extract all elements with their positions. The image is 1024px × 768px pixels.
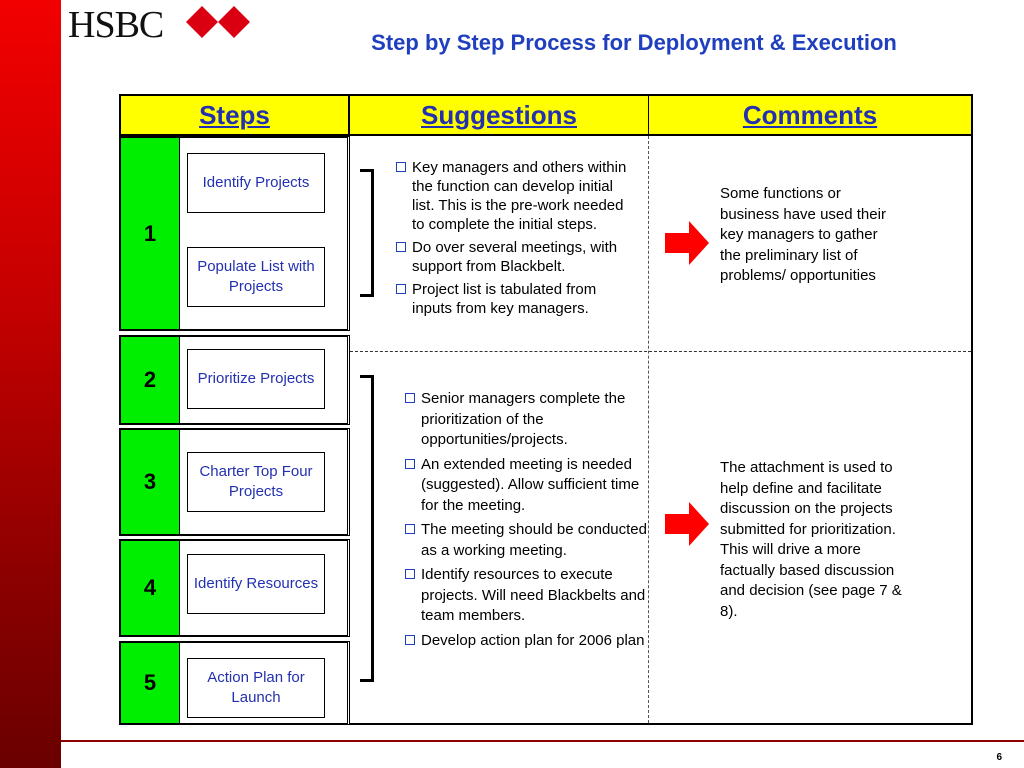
column-divider [648,136,649,723]
step-row-2: 2 Prioritize Projects [119,335,350,425]
step-box: Action Plan for Launch [187,658,325,718]
step-row-1: 1 Identify Projects Populate List with P… [119,136,350,331]
step-box: Prioritize Projects [187,349,325,409]
list-item: Senior managers complete the prioritizat… [403,389,648,451]
step-box: Identify Projects [187,153,325,213]
step-number: 5 [121,643,180,723]
step-row-3: 3 Charter Top Four Projects [119,428,350,536]
step-box: Identify Resources [187,554,325,614]
checkbox-bullet-icon [396,162,406,172]
step-number: 3 [121,430,180,534]
suggestions-list-1: Key managers and others within the funct… [394,158,639,322]
header-comments: Comments [649,94,973,136]
list-item: Do over several meetings, with support f… [394,238,639,276]
checkbox-bullet-icon [396,242,406,252]
comment-2: The attachment is used to help define an… [720,459,902,620]
hsbc-hexagon-logo-icon [186,6,250,38]
list-item: Identify resources to execute projects. … [403,565,648,627]
hsbc-logo-text: HSBC [68,4,164,46]
checkbox-bullet-icon [405,524,415,534]
step-number: 2 [121,337,180,423]
step-row-4: 4 Identify Resources [119,539,350,637]
step-number: 4 [121,541,180,635]
step-box: Populate List with Projects [187,247,325,307]
page-number: 6 [996,752,1002,763]
step-number: 1 [121,138,180,329]
row-divider [350,351,971,352]
header-suggestions: Suggestions [350,94,649,136]
bracket-icon [360,169,374,297]
right-arrow-icon [665,502,709,546]
checkbox-bullet-icon [405,458,415,469]
list-item: The meeting should be conducted as a wor… [403,520,648,561]
slide-title: Step by Step Process for Deployment & Ex… [371,30,897,55]
checkbox-bullet-icon [405,569,415,579]
list-item: Develop action plan for 2006 plan [403,631,648,652]
checkbox-bullet-icon [405,393,415,403]
footer-rule [61,740,1024,742]
list-item: Key managers and others within the funct… [394,158,639,234]
header-steps: Steps [119,94,350,136]
step-box: Charter Top Four Projects [187,452,325,512]
suggestions-comments-body: Key managers and others within the funct… [350,136,973,725]
right-arrow-icon [665,221,709,265]
step-row-5: 5 Action Plan for Launch [119,641,350,725]
bracket-icon [360,375,374,682]
checkbox-bullet-icon [405,634,415,645]
checkbox-bullet-icon [396,284,406,294]
suggestions-list-2: Senior managers complete the prioritizat… [403,389,648,655]
comment-1: Some functions or business have used the… [720,185,886,284]
list-item: An extended meeting is needed (suggested… [403,455,648,517]
left-accent-bar [0,0,61,768]
list-item: Project list is tabulated from inputs fr… [394,280,639,318]
